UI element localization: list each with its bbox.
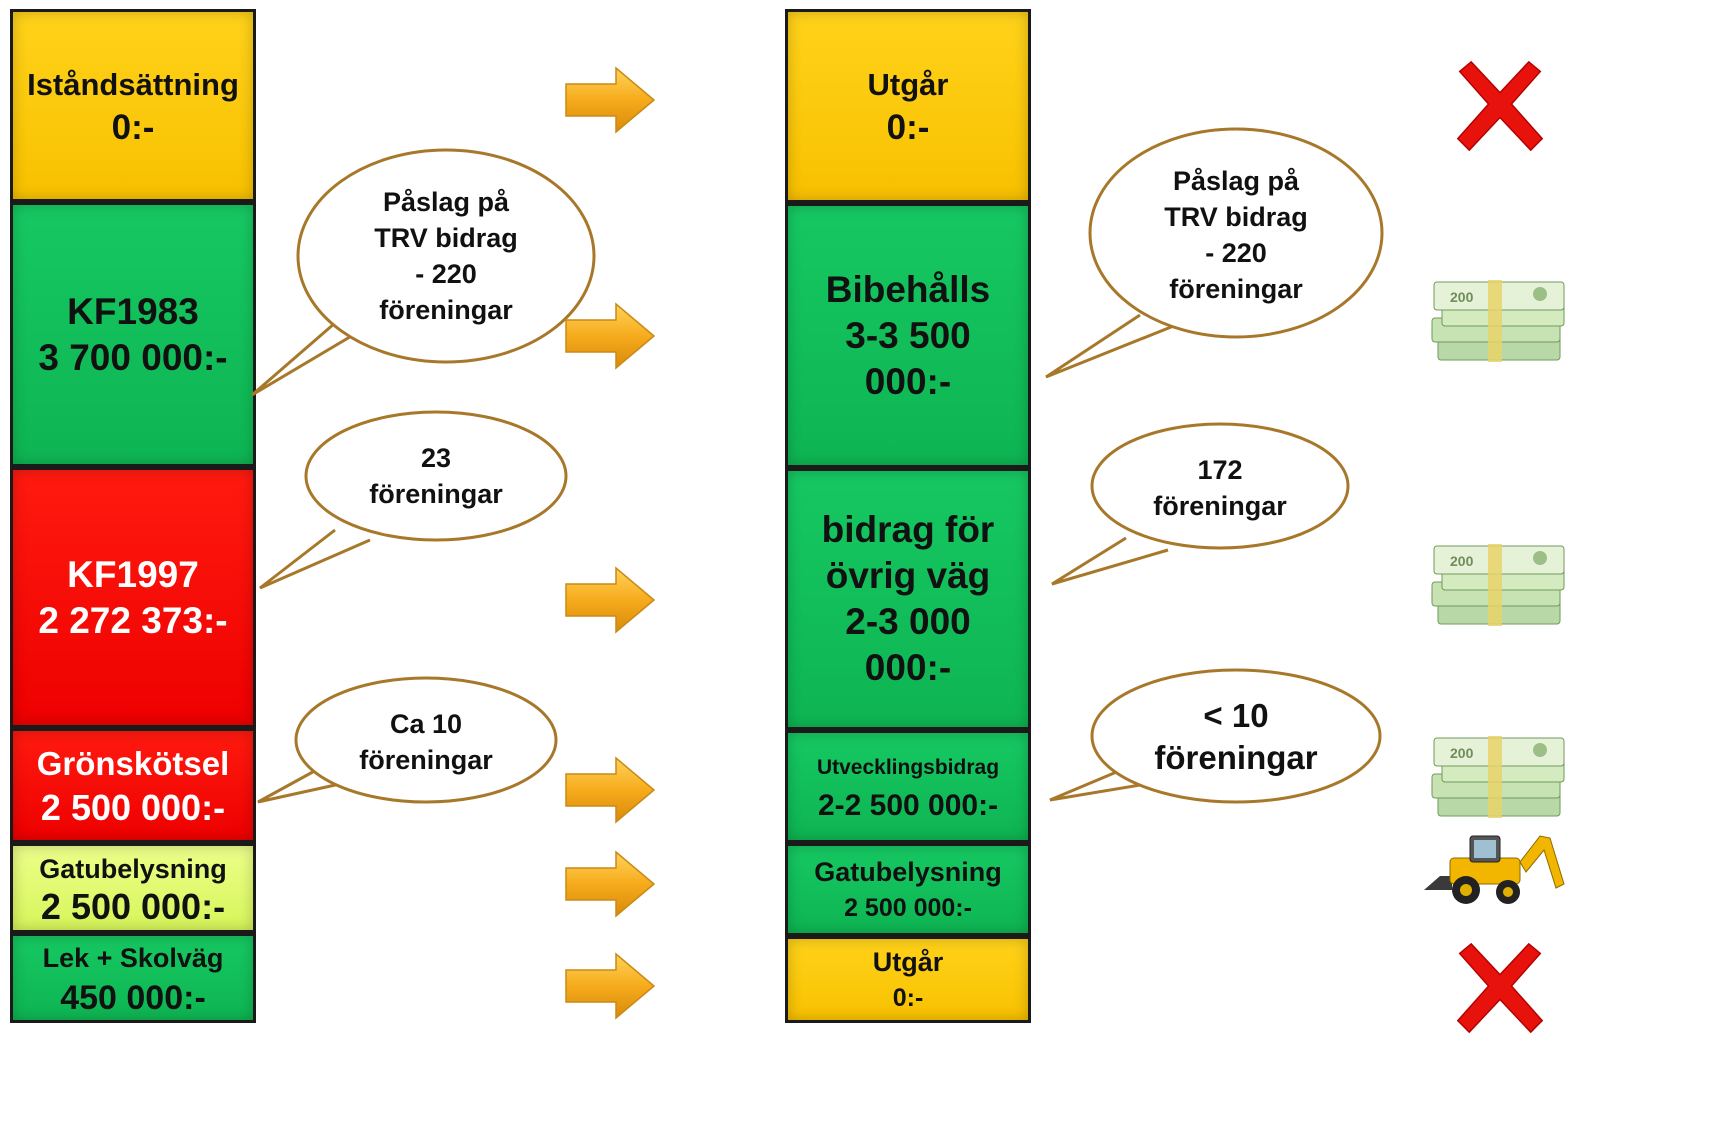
bubble-line: - 220	[1205, 238, 1267, 268]
box-amount: 0:-	[111, 107, 155, 147]
left-box-lek-skolvag: Lek + Skolväg 450 000:-	[10, 933, 256, 1023]
box-title: Gatubelysning	[39, 854, 227, 884]
box-line: 000:-	[864, 360, 952, 402]
right-bubble-3-text: < 10 föreningar	[1136, 692, 1336, 782]
box-line: 000:-	[864, 647, 952, 688]
box-title: Lek + Skolväg	[42, 943, 224, 973]
box-line: Bibehålls	[825, 268, 991, 310]
money-stack-icon	[1424, 272, 1574, 372]
box-amount: 2 500 000:-	[40, 786, 226, 828]
backhoe-loader-icon	[1420, 828, 1570, 908]
right-box-bidrag-ovrig-vag: bidrag för övrig väg 2-3 000 000:-	[785, 468, 1031, 730]
box-title: Grönskötsel	[36, 744, 230, 782]
box-title: KF1997	[67, 553, 199, 595]
arrow-right-icon	[564, 566, 656, 634]
left-box-kf1997: KF1997 2 272 373:-	[10, 467, 256, 728]
box-amount: 2 272 373:-	[38, 599, 228, 641]
left-bubble-1-text: Påslag på TRV bidrag - 220 föreningar	[336, 176, 556, 336]
left-box-gronskotsel: Grönskötsel 2 500 000:-	[10, 728, 256, 843]
bubble-line: - 220	[415, 259, 477, 289]
box-amount: 2 500 000:-	[40, 886, 226, 927]
box-line: 3-3 500	[845, 314, 971, 356]
arrow-right-icon	[564, 756, 656, 824]
box-line: övrig väg	[825, 555, 991, 596]
bubble-line: Påslag på	[382, 187, 510, 217]
left-box-gatubelysning: Gatubelysning 2 500 000:-	[10, 843, 256, 933]
bubble-line: 23	[420, 443, 452, 473]
box-line: Gatubelysning	[814, 856, 1002, 887]
left-speech-bubble-3	[257, 676, 558, 804]
money-stack-icon	[1424, 536, 1574, 636]
money-stack-icon	[1424, 728, 1574, 828]
box-line: 2-3 000	[845, 601, 971, 642]
box-line: Utvecklingsbidrag	[816, 755, 1000, 779]
bubble-line: föreningar	[1153, 491, 1287, 521]
box-title: KF1983	[67, 290, 199, 332]
bubble-line: föreningar	[1169, 274, 1303, 304]
bubble-line: Påslag på	[1172, 166, 1300, 196]
box-line: 2 500 000:-	[844, 893, 972, 922]
right-box-utvecklingsbidrag: Utvecklingsbidrag 2-2 500 000:-	[785, 730, 1031, 843]
box-amount: 3 700 000:-	[38, 336, 228, 378]
box-line: 0:-	[886, 108, 930, 147]
box-amount: 450 000:-	[60, 979, 206, 1017]
right-box-utgar-bottom: Utgår 0:-	[785, 936, 1031, 1023]
red-x-icon	[1452, 940, 1548, 1036]
left-bubble-2-text: 23 föreningar	[346, 428, 526, 524]
right-speech-bubble-2	[1051, 422, 1350, 586]
right-speech-bubble-3	[1049, 668, 1382, 804]
arrow-right-icon	[564, 302, 656, 370]
bubble-line: 172	[1197, 455, 1243, 485]
box-line: 0:-	[892, 983, 924, 1012]
bubble-line: föreningar	[359, 745, 493, 775]
left-speech-bubble-1	[251, 148, 596, 397]
box-line: Utgår	[867, 67, 949, 102]
left-box-kf1983: KF1983 3 700 000:-	[10, 202, 256, 467]
arrow-right-icon	[564, 850, 656, 918]
left-box-istandsattning: Iståndsättning 0:-	[10, 9, 256, 202]
bubble-line: < 10	[1203, 697, 1269, 734]
right-bubble-1-text: Påslag på TRV bidrag - 220 föreningar	[1126, 160, 1346, 310]
bubble-line: föreningar	[1154, 739, 1318, 776]
left-speech-bubble-2	[259, 410, 568, 590]
right-box-utgar-top: Utgår 0:-	[785, 9, 1031, 203]
box-line: bidrag för	[821, 509, 995, 550]
arrow-right-icon	[564, 952, 656, 1020]
right-bubble-2-text: 172 föreningar	[1130, 440, 1310, 536]
right-box-gatubelysning: Gatubelysning 2 500 000:-	[785, 843, 1031, 936]
box-line: Utgår	[872, 946, 944, 977]
box-line: 2-2 500 000:-	[817, 788, 999, 822]
arrow-right-icon	[564, 66, 656, 134]
box-title: Iståndsättning	[27, 66, 239, 102]
right-box-bibehalls: Bibehålls 3-3 500 000:-	[785, 203, 1031, 468]
bubble-line: föreningar	[379, 295, 513, 325]
left-bubble-3-text: Ca 10 föreningar	[336, 694, 516, 790]
bubble-line: Ca 10	[389, 709, 463, 739]
right-speech-bubble-1	[1045, 127, 1384, 379]
red-x-icon	[1452, 58, 1548, 154]
bubble-line: TRV bidrag	[1164, 202, 1308, 232]
bubble-line: TRV bidrag	[374, 223, 518, 253]
bubble-line: föreningar	[369, 479, 503, 509]
